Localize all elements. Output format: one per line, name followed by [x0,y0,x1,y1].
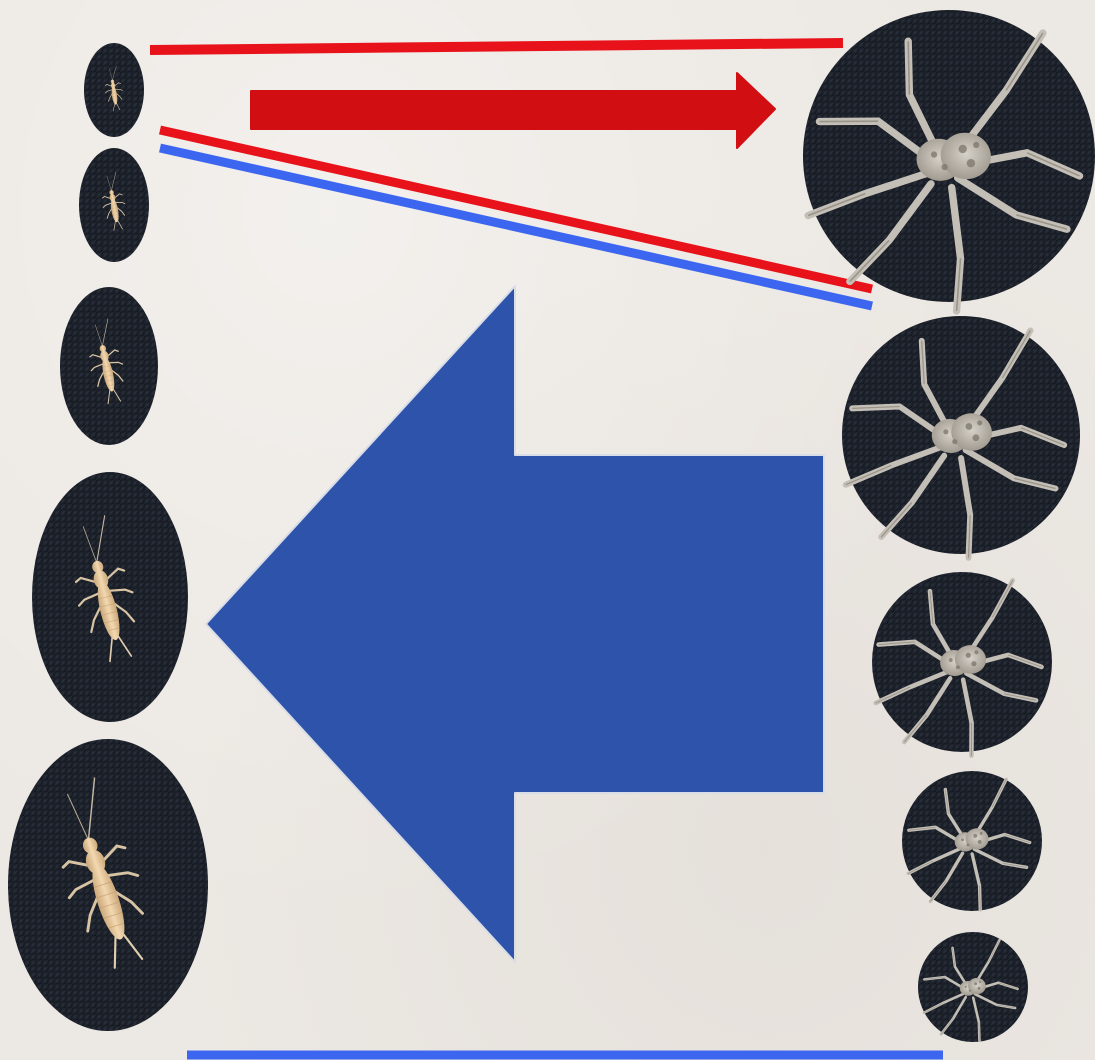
diagonal-red-connector-line [160,130,872,289]
top-red-connector-line [150,43,843,50]
insect-photo-1 [84,43,144,137]
diagonal-blue-connector-line [160,148,872,306]
spider-photo-2 [834,307,1080,568]
insect-photo-2 [79,148,149,262]
arrow-right-icon [251,73,775,148]
spider-photo-4 [902,771,1042,913]
spider-photo-5 [918,932,1028,1043]
arrow-left-icon [206,286,824,962]
insect-photo-5 [8,739,208,1031]
spider-photo-3 [868,567,1052,762]
insect-photo-4 [32,472,188,722]
insect-photo-3 [60,287,158,445]
